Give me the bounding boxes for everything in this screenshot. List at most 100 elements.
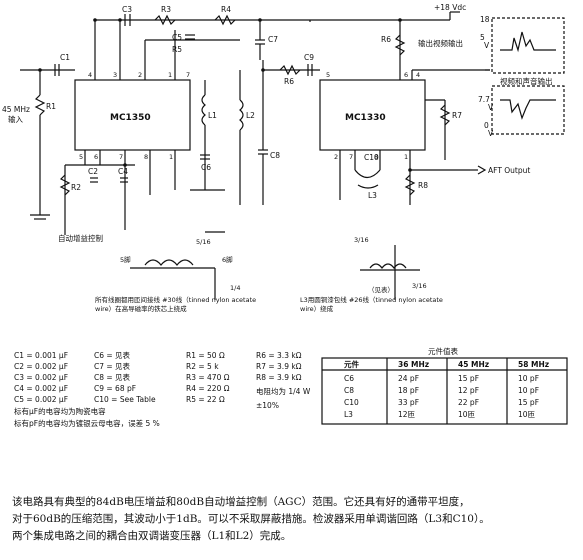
val-note-0: 标有μF的电容均为陶瓷电容 (14, 406, 106, 416)
svg-text:7: 7 (119, 153, 123, 161)
chip-mc1330: MC1330 (345, 113, 386, 123)
label-r4: R4 (221, 5, 231, 14)
label-l3: L3 (368, 191, 377, 200)
svg-text:3: 3 (113, 71, 117, 79)
table-cell: 12匝 (398, 410, 416, 419)
val-m-0: C6 = 见表 (94, 350, 131, 360)
svg-text:6: 6 (404, 71, 408, 79)
vtick-bot-0: 7.7 (478, 95, 490, 104)
table-cell: 10匝 (458, 410, 476, 419)
label-l1: L1 (208, 111, 217, 120)
svg-text:8: 8 (144, 153, 148, 161)
svg-text:1: 1 (168, 71, 172, 79)
svg-text:4: 4 (416, 71, 420, 79)
coil-note-left: 所有线圈都用匝间接线 #30线（tinned nylon acetate wir… (95, 296, 257, 313)
val-r2-3: 电阻均为 1/4 W (256, 386, 311, 396)
table-cell: C10 (344, 398, 359, 407)
val-l-2: C3 = 0.002 μF (14, 373, 68, 382)
circuit-schematic: 43 21 7 56 78 1 56 4 27 81 MC1350 MC1330… (2, 3, 568, 428)
label-c7: C7 (268, 35, 278, 44)
table-header-2: 45 MHz (458, 360, 489, 369)
table-header-3: 58 MHz (518, 360, 549, 369)
svg-text:2: 2 (138, 71, 142, 79)
val-note-1: 标有pF的电容均为镀银云母电容，误差 5 % (14, 418, 160, 428)
table-cell: 15 pF (518, 398, 539, 407)
val-r2-0: R6 = 3.3 kΩ (256, 351, 302, 360)
label-r7: R7 (452, 111, 462, 120)
table-cell: 22 pF (458, 398, 479, 407)
input-freq: 45 MHz (2, 105, 30, 114)
val-r1-2: R3 = 470 Ω (186, 373, 230, 382)
supply-label: +18 Vdc (434, 3, 466, 12)
val-r1-3: R4 = 220 Ω (186, 384, 230, 393)
coil-lead-5: 5脚 (120, 255, 131, 264)
vtick-top-1: 5 (480, 33, 485, 42)
label-c4: C4 (118, 167, 128, 176)
output-video-audio: 视频和声音输出 (500, 76, 553, 86)
coil-dim-4: 3/16 (412, 282, 427, 290)
table-cell: C6 (344, 374, 354, 383)
coil-dim-1: 5/16 (196, 238, 211, 246)
svg-text:2: 2 (334, 153, 338, 161)
table-cell: 12 pF (458, 386, 479, 395)
table-cell: 10匝 (518, 410, 536, 419)
caption-line-2: 两个集成电路之间的耦合由双调谐变压器（L1和L2）完成。 (12, 530, 292, 542)
label-l2: L2 (246, 111, 255, 120)
table-cell: 33 pF (398, 398, 419, 407)
table-header-0: 元件 (344, 359, 359, 369)
label-r6b: R6 (381, 35, 391, 44)
caption-line-0: 该电路具有典型的84dB电压增益和80dB自动增益控制（AGC）范围。它还具有好… (12, 496, 470, 508)
label-r6: R6 (284, 77, 294, 86)
svg-text:8: 8 (374, 153, 378, 161)
table-cell: L3 (344, 410, 353, 419)
val-r1-1: R2 = 5 k (186, 362, 219, 371)
label-r2: R2 (71, 183, 81, 192)
svg-text:1: 1 (169, 153, 173, 161)
vtick-top-0: 18 (480, 15, 490, 24)
table-cell: 10 pF (518, 386, 539, 395)
caption-line-1: 对于60dB的压缩范围，其波动小于1dB。可以不采取屏蔽措施。检波器采用单调谐回… (12, 513, 490, 525)
caption: 该电路具有典型的84dB电压增益和80dB自动增益控制（AGC）范围。它还具有好… (12, 494, 574, 545)
table-header-1: 36 MHz (398, 360, 429, 369)
output-video-sound: 输出视频输出 (418, 38, 463, 48)
val-m-2: C8 = 见表 (94, 372, 131, 382)
table-cell: 18 pF (398, 386, 419, 395)
agc-label: 自动增益控制 (58, 233, 103, 243)
val-r1-4: R5 = 22 Ω (186, 395, 225, 404)
label-c5: C5 (172, 33, 182, 42)
vtick-top-2: V (484, 41, 490, 50)
label-c1: C1 (60, 53, 70, 62)
table-cell: C8 (344, 386, 354, 395)
label-c3: C3 (122, 5, 132, 14)
svg-text:7: 7 (349, 153, 353, 161)
output-aft: AFT Output (488, 166, 530, 175)
label-r8: R8 (418, 181, 428, 190)
label-r3: R3 (161, 5, 171, 14)
table-cell: 10 pF (518, 374, 539, 383)
svg-text:7: 7 (186, 71, 190, 79)
label-r1: R1 (46, 102, 56, 111)
vtick-bot-1: V (488, 103, 494, 112)
val-r2-2: R8 = 3.9 kΩ (256, 373, 302, 382)
chip-mc1350: MC1350 (110, 113, 151, 123)
val-r2-4: ±10% (256, 401, 279, 410)
val-l-3: C4 = 0.002 μF (14, 384, 68, 393)
coil-dim-3: 1/4 (230, 284, 240, 292)
svg-text:4: 4 (88, 71, 92, 79)
vtick-bot-2: 0 (484, 121, 489, 130)
val-r2-1: R7 = 3.9 kΩ (256, 362, 302, 371)
val-l-4: C5 = 0.002 μF (14, 395, 68, 404)
coil-lead-6: 6脚 (222, 255, 233, 264)
svg-text:6: 6 (94, 153, 98, 161)
input-label: 输入 (8, 114, 23, 124)
label-c8: C8 (270, 151, 280, 160)
table-cell: 15 pF (458, 374, 479, 383)
label-c2: C2 (88, 167, 98, 176)
svg-text:5: 5 (326, 71, 330, 79)
label-c6: C6 (201, 163, 211, 172)
coil-note-right: L3用圆铜漆包线 #26线（tinned nylon acetate wire）… (300, 296, 443, 313)
svg-text:5: 5 (79, 153, 83, 161)
vtick-bot-3: V (488, 129, 494, 138)
coil-dim-2: 3/16 (354, 236, 369, 244)
val-l-0: C1 = 0.001 μF (14, 351, 68, 360)
